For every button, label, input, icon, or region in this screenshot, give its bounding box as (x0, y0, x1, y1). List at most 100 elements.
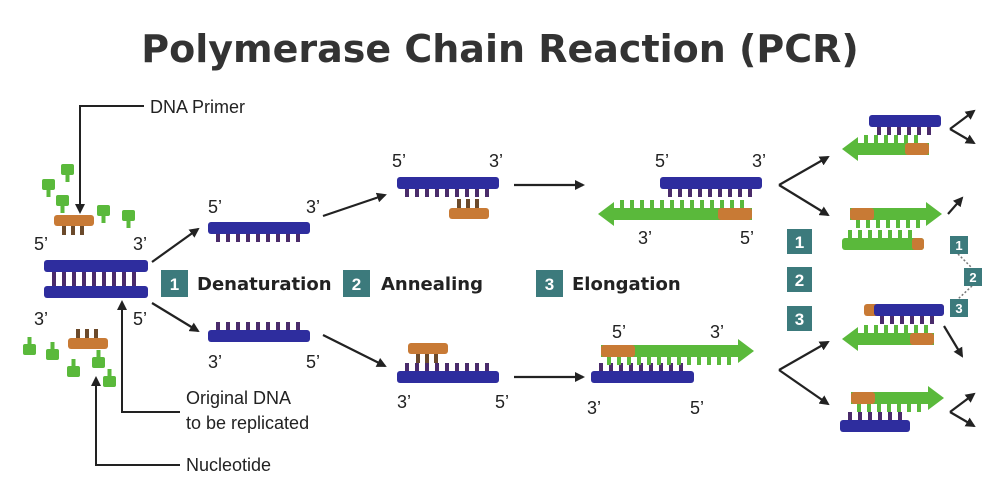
nucleotide-stem (60, 206, 65, 213)
base-tooth (894, 135, 898, 143)
dna-backbone (397, 371, 499, 383)
base-tooth (627, 357, 631, 365)
base-tooth (890, 316, 894, 324)
base-tooth (216, 322, 220, 330)
base-tooth (730, 200, 734, 208)
base-tooth (236, 234, 240, 242)
primer-icon (601, 345, 635, 357)
base-tooth (445, 189, 449, 197)
primer-icon (910, 333, 934, 345)
base-tooth (917, 127, 921, 135)
five-prime-label: 5’ (34, 234, 48, 254)
base-tooth (887, 127, 891, 135)
nucleotide-body (23, 344, 36, 355)
base-tooth (898, 412, 902, 420)
five-prime-label: 5’ (690, 398, 704, 418)
new-strand (598, 200, 752, 226)
base-tooth (858, 230, 862, 238)
step-3-badge (536, 270, 563, 297)
base-tooth (236, 322, 240, 330)
nucleotide-body (46, 349, 59, 360)
legend-pointers (75, 105, 180, 466)
arrow-icon (322, 334, 387, 367)
base-tooth (71, 226, 75, 235)
base-tooth (475, 363, 479, 371)
base-tooth (700, 200, 704, 208)
base-tooth (246, 234, 250, 242)
annealing-bottom-strand (397, 363, 499, 383)
base-tooth (435, 363, 439, 371)
three-prime-label: 3’ (489, 151, 503, 171)
base-tooth (415, 189, 419, 197)
step-2: 2 Annealing (343, 270, 483, 297)
base-tooth (908, 230, 912, 238)
base-tooth (688, 189, 692, 197)
primer-icon (905, 143, 929, 155)
badge-link (957, 285, 973, 300)
base-tooth (660, 200, 664, 208)
base-tooth (677, 357, 681, 365)
base-tooth (867, 404, 871, 412)
base-tooth (435, 189, 439, 197)
base-tooth (669, 363, 673, 371)
small-badge-2 (964, 268, 982, 286)
new-strand (851, 386, 944, 412)
small-badge-1-number: 1 (955, 238, 962, 253)
new-strand (842, 325, 934, 351)
cycle-badges: 1 2 3 1 2 3 (787, 229, 982, 331)
base-tooth (897, 127, 901, 135)
base-tooth (122, 272, 126, 280)
dna-backbone (44, 260, 148, 272)
step-1: 1 Denaturation (161, 270, 332, 297)
base-tooth (886, 220, 890, 228)
base-tooth (85, 329, 89, 338)
nucleotide-pointer (91, 376, 180, 466)
base-tooth (72, 278, 76, 286)
base-tooth (717, 357, 721, 365)
arrow-icon (322, 192, 387, 218)
dna-backbone (397, 177, 499, 189)
base-tooth (667, 357, 671, 365)
base-tooth (878, 412, 882, 420)
base-tooth (434, 354, 438, 363)
base-tooth (266, 322, 270, 330)
nucleotide-legend-label: Nucleotide (186, 455, 271, 475)
base-tooth (485, 363, 489, 371)
base-tooth (629, 363, 633, 371)
nucleotide-stem (96, 350, 101, 357)
base-tooth (256, 234, 260, 242)
base-tooth (927, 127, 931, 135)
original-dna-legend-label-2: to be replicated (186, 413, 309, 433)
arrow-icon (949, 392, 976, 413)
base-tooth (276, 234, 280, 242)
base-tooth (619, 363, 623, 371)
base-tooth (930, 316, 934, 324)
dna-backbone (44, 286, 148, 298)
nucleotide-icon (67, 359, 80, 377)
base-tooth (62, 272, 66, 280)
base-tooth (80, 226, 84, 235)
base-tooth (748, 189, 752, 197)
base-tooth (465, 189, 469, 197)
base-tooth (52, 278, 56, 286)
step-1-label: Denaturation (197, 274, 332, 295)
primer-pointer (75, 105, 144, 214)
nucleotide-body (103, 376, 116, 387)
denatured-bottom-strand (208, 322, 310, 342)
primer-body (54, 215, 94, 226)
base-tooth (62, 278, 66, 286)
arrow-icon (151, 227, 200, 263)
cycle-badge-2-number: 2 (795, 271, 804, 290)
base-tooth (226, 234, 230, 242)
base-tooth (884, 135, 888, 143)
three-prime-label: 3’ (306, 197, 320, 217)
base-tooth (916, 220, 920, 228)
base-tooth (727, 357, 731, 365)
new-strand (842, 135, 929, 161)
base-tooth (256, 322, 260, 330)
base-tooth (914, 135, 918, 143)
base-tooth (874, 325, 878, 333)
base-tooth (848, 230, 852, 238)
base-tooth (917, 404, 921, 412)
arrow-icon (949, 411, 976, 428)
